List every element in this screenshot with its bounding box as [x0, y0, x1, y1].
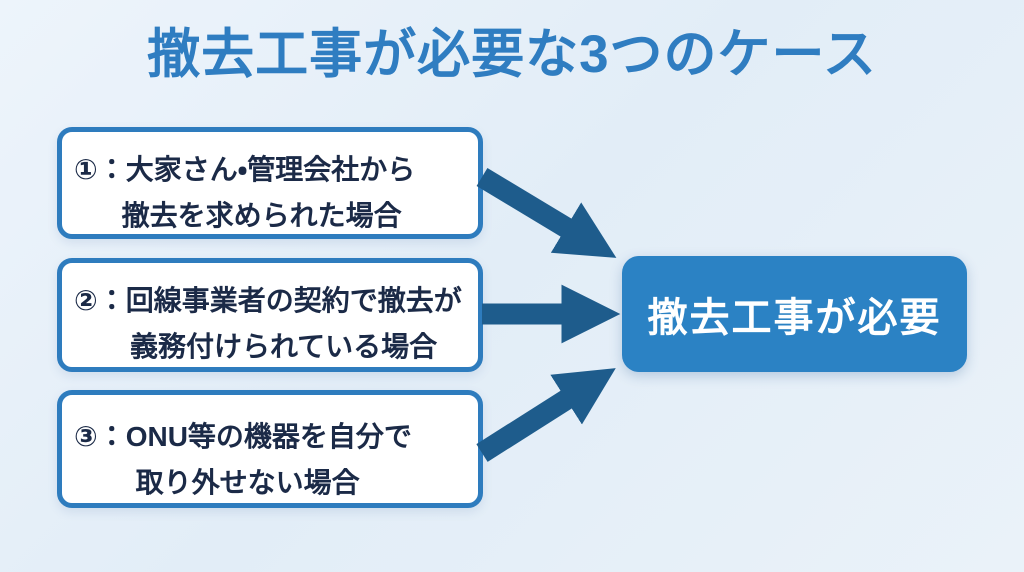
case-2-line-1: ②：回線事業者の契約で撤去が — [74, 285, 462, 316]
case-1-line-2: 撤去を求められた場合 — [121, 199, 402, 231]
case-box-3: ③：ONU等の機器を自分で 取り外せない場合 — [57, 390, 483, 508]
result-box: 撤去工事が必要 — [622, 256, 967, 372]
arrow-3-icon — [476, 368, 616, 462]
case-2-line-2: 義務付けられている場合 — [130, 330, 438, 362]
case-box-2: ②：回線事業者の契約で撤去が 義務付けられている場合 — [57, 258, 483, 372]
arrow-1-icon — [476, 168, 617, 258]
case-1-line-1: ①：大家さん・管理会社から — [74, 154, 416, 185]
case-box-1: ①：大家さん・管理会社から 撤去を求められた場合 — [57, 127, 483, 239]
case-3-line-1: ③：ONU等の機器を自分で — [74, 421, 412, 452]
result-label: 撤去工事が必要 — [647, 296, 942, 340]
page-title: 撤去工事が必要な3つのケース — [147, 25, 877, 84]
case-3-line-2: 取り外せない場合 — [135, 466, 360, 498]
